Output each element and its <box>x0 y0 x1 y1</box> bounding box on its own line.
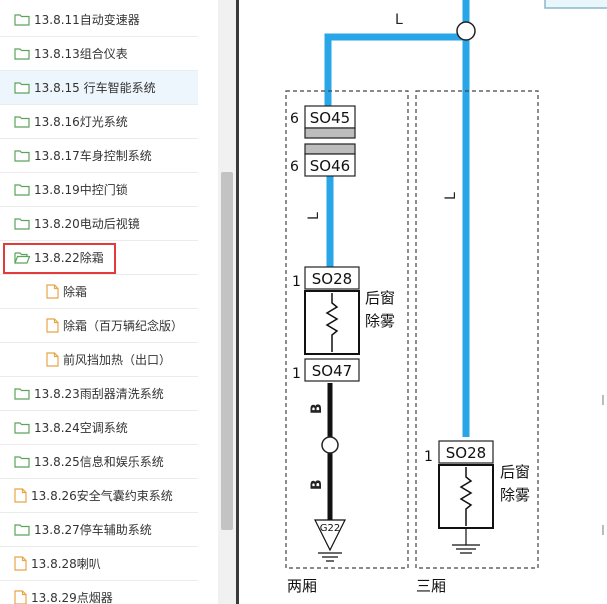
wire-label-left: L <box>306 212 322 220</box>
connector-so28-left-label: SO28 <box>312 270 352 288</box>
tree-item-defrost[interactable]: 除霜 <box>0 275 198 309</box>
tree-item-13-8-29[interactable]: 13.8.29点烟器 <box>0 581 198 604</box>
tree-item-13-8-19[interactable]: 13.8.19中控门锁 <box>0 173 198 207</box>
tree-item-13-8-13[interactable]: 13.8.13组合仪表 <box>0 37 198 71</box>
folder-icon <box>14 82 30 94</box>
tree-item-label: 13.8.26安全气囊约束系统 <box>31 489 173 503</box>
ground-g22-label: G22 <box>320 523 340 534</box>
tree-item-label: 13.8.20电动后视镜 <box>34 217 140 231</box>
tree-item-label: 13.8.25信息和娱乐系统 <box>34 455 164 469</box>
tree-item-label: 13.8.16灯光系统 <box>34 115 128 129</box>
connector-so28-right <box>438 440 494 464</box>
tree-item-13-8-23[interactable]: 13.8.23雨刮器清洗系统 <box>0 377 198 411</box>
ground-right <box>452 528 480 554</box>
wire-junction <box>456 21 476 41</box>
tree-item-13-8-15[interactable]: 13.8.15 行车智能系统 <box>0 71 198 105</box>
tree-item-defrost-edition[interactable]: 除霜（百万辆纪念版） <box>0 309 198 343</box>
heater-left-label-1: 后窗 <box>365 289 395 307</box>
tree-item-label: 13.8.29点烟器 <box>31 591 113 604</box>
tree-item-13-8-22[interactable]: 13.8.22除霜 <box>0 241 198 275</box>
folder-open-icon <box>14 252 30 264</box>
variant-box-left <box>285 90 409 569</box>
top-panel-corner <box>544 0 607 9</box>
wire-l-left-top <box>324 0 470 106</box>
folder-icon <box>14 388 30 400</box>
pin-so46: 6 <box>290 159 299 175</box>
tree-item-13-8-26[interactable]: 13.8.26安全气囊约束系统 <box>0 479 198 513</box>
variant-label-left: 两厢 <box>287 577 317 595</box>
folder-icon <box>14 116 30 128</box>
sidebar-scroll-thumb[interactable] <box>221 172 233 530</box>
tree-item-13-8-20[interactable]: 13.8.20电动后视镜 <box>0 207 198 241</box>
sidebar-tree: 13.8.11自动变速器 13.8.13组合仪表 13.8.15 行车智能系统 … <box>0 0 218 604</box>
tree-item-13-8-28[interactable]: 13.8.28喇叭 <box>0 547 198 581</box>
folder-icon <box>14 218 30 230</box>
document-icon <box>14 556 27 571</box>
tree-item-label: 13.8.22除霜 <box>34 251 104 265</box>
heater-right-label-2: 除雾 <box>500 486 530 504</box>
folder-icon <box>14 456 30 468</box>
tree-item-label: 13.8.23雨刮器清洗系统 <box>34 387 164 401</box>
connector-so46-label: SO46 <box>310 157 350 175</box>
wire-label-right: L <box>443 192 459 200</box>
connector-so28-left <box>304 266 360 290</box>
wiring-diagram: L L L B B SO45 6 SO46 6 SO28 1 后窗 除雾 SO4… <box>285 0 607 595</box>
tree-item-label: 13.8.13组合仪表 <box>34 47 128 61</box>
pin-so47: 1 <box>292 366 301 382</box>
connector-so47 <box>304 358 360 382</box>
variant-label-right: 三厢 <box>416 577 446 595</box>
connector-so28-right-label: SO28 <box>446 444 486 462</box>
tree-item-label: 前风挡加热（出口） <box>63 353 172 367</box>
folder-icon <box>14 48 30 60</box>
wire-splice <box>321 436 339 454</box>
tree-item-label: 13.8.15 行车智能系统 <box>34 81 156 95</box>
tree-item-label: 除霜（百万辆纪念版） <box>63 319 184 333</box>
folder-icon <box>14 422 30 434</box>
ground-g22-symbol <box>314 519 346 552</box>
heater-left-label-2: 除雾 <box>365 312 395 330</box>
folder-icon <box>14 524 30 536</box>
heater-right-resistor <box>459 467 473 526</box>
tree-item-label: 除霜 <box>63 285 88 299</box>
tree-item-13-8-24[interactable]: 13.8.24空调系统 <box>0 411 198 445</box>
ground-g22-lines <box>318 552 342 562</box>
pin-so28-left: 1 <box>292 274 301 290</box>
document-icon <box>46 318 59 333</box>
document-icon <box>14 590 27 604</box>
pin-so28-right: 1 <box>424 449 433 465</box>
tree-item-label: 13.8.27停车辅助系统 <box>34 523 152 537</box>
connector-so46-shade <box>304 143 356 155</box>
tree-item-windshield-heating[interactable]: 前风挡加热（出口） <box>0 343 198 377</box>
connector-so45-label: SO45 <box>310 109 350 127</box>
connector-so46 <box>304 153 356 177</box>
tree-item-13-8-16[interactable]: 13.8.16灯光系统 <box>0 105 198 139</box>
tree-item-13-8-25[interactable]: 13.8.25信息和娱乐系统 <box>0 445 198 479</box>
pin-so45: 6 <box>290 111 299 127</box>
wire-label-b-lower: B <box>309 479 325 490</box>
folder-icon <box>14 14 30 26</box>
tree-item-13-8-27[interactable]: 13.8.27停车辅助系统 <box>0 513 198 547</box>
document-icon <box>46 284 59 299</box>
heater-left-resistor <box>325 293 339 352</box>
document-icon <box>14 488 27 503</box>
connector-so47-label: SO47 <box>312 362 352 380</box>
tree-item-label: 13.8.11自动变速器 <box>34 13 140 27</box>
tree-item-label: 13.8.24空调系统 <box>34 421 128 435</box>
heater-right-label-1: 后窗 <box>500 463 530 481</box>
tree-item-13-8-17[interactable]: 13.8.17车身控制系统 <box>0 139 198 173</box>
connector-so45-shade <box>304 127 356 139</box>
wire-label-top: L <box>395 12 403 28</box>
tree-item-label: 13.8.28喇叭 <box>31 557 101 571</box>
tree-item-label: 13.8.17车身控制系统 <box>34 149 152 163</box>
tree-item-label: 13.8.19中控门锁 <box>34 183 128 197</box>
document-icon <box>46 352 59 367</box>
variant-box-right <box>415 90 539 569</box>
tree-item-13-8-11[interactable]: 13.8.11自动变速器 <box>0 3 198 37</box>
panel-divider <box>236 0 239 604</box>
folder-icon <box>14 184 30 196</box>
wire-label-b-upper: B <box>309 403 325 414</box>
folder-icon <box>14 150 30 162</box>
